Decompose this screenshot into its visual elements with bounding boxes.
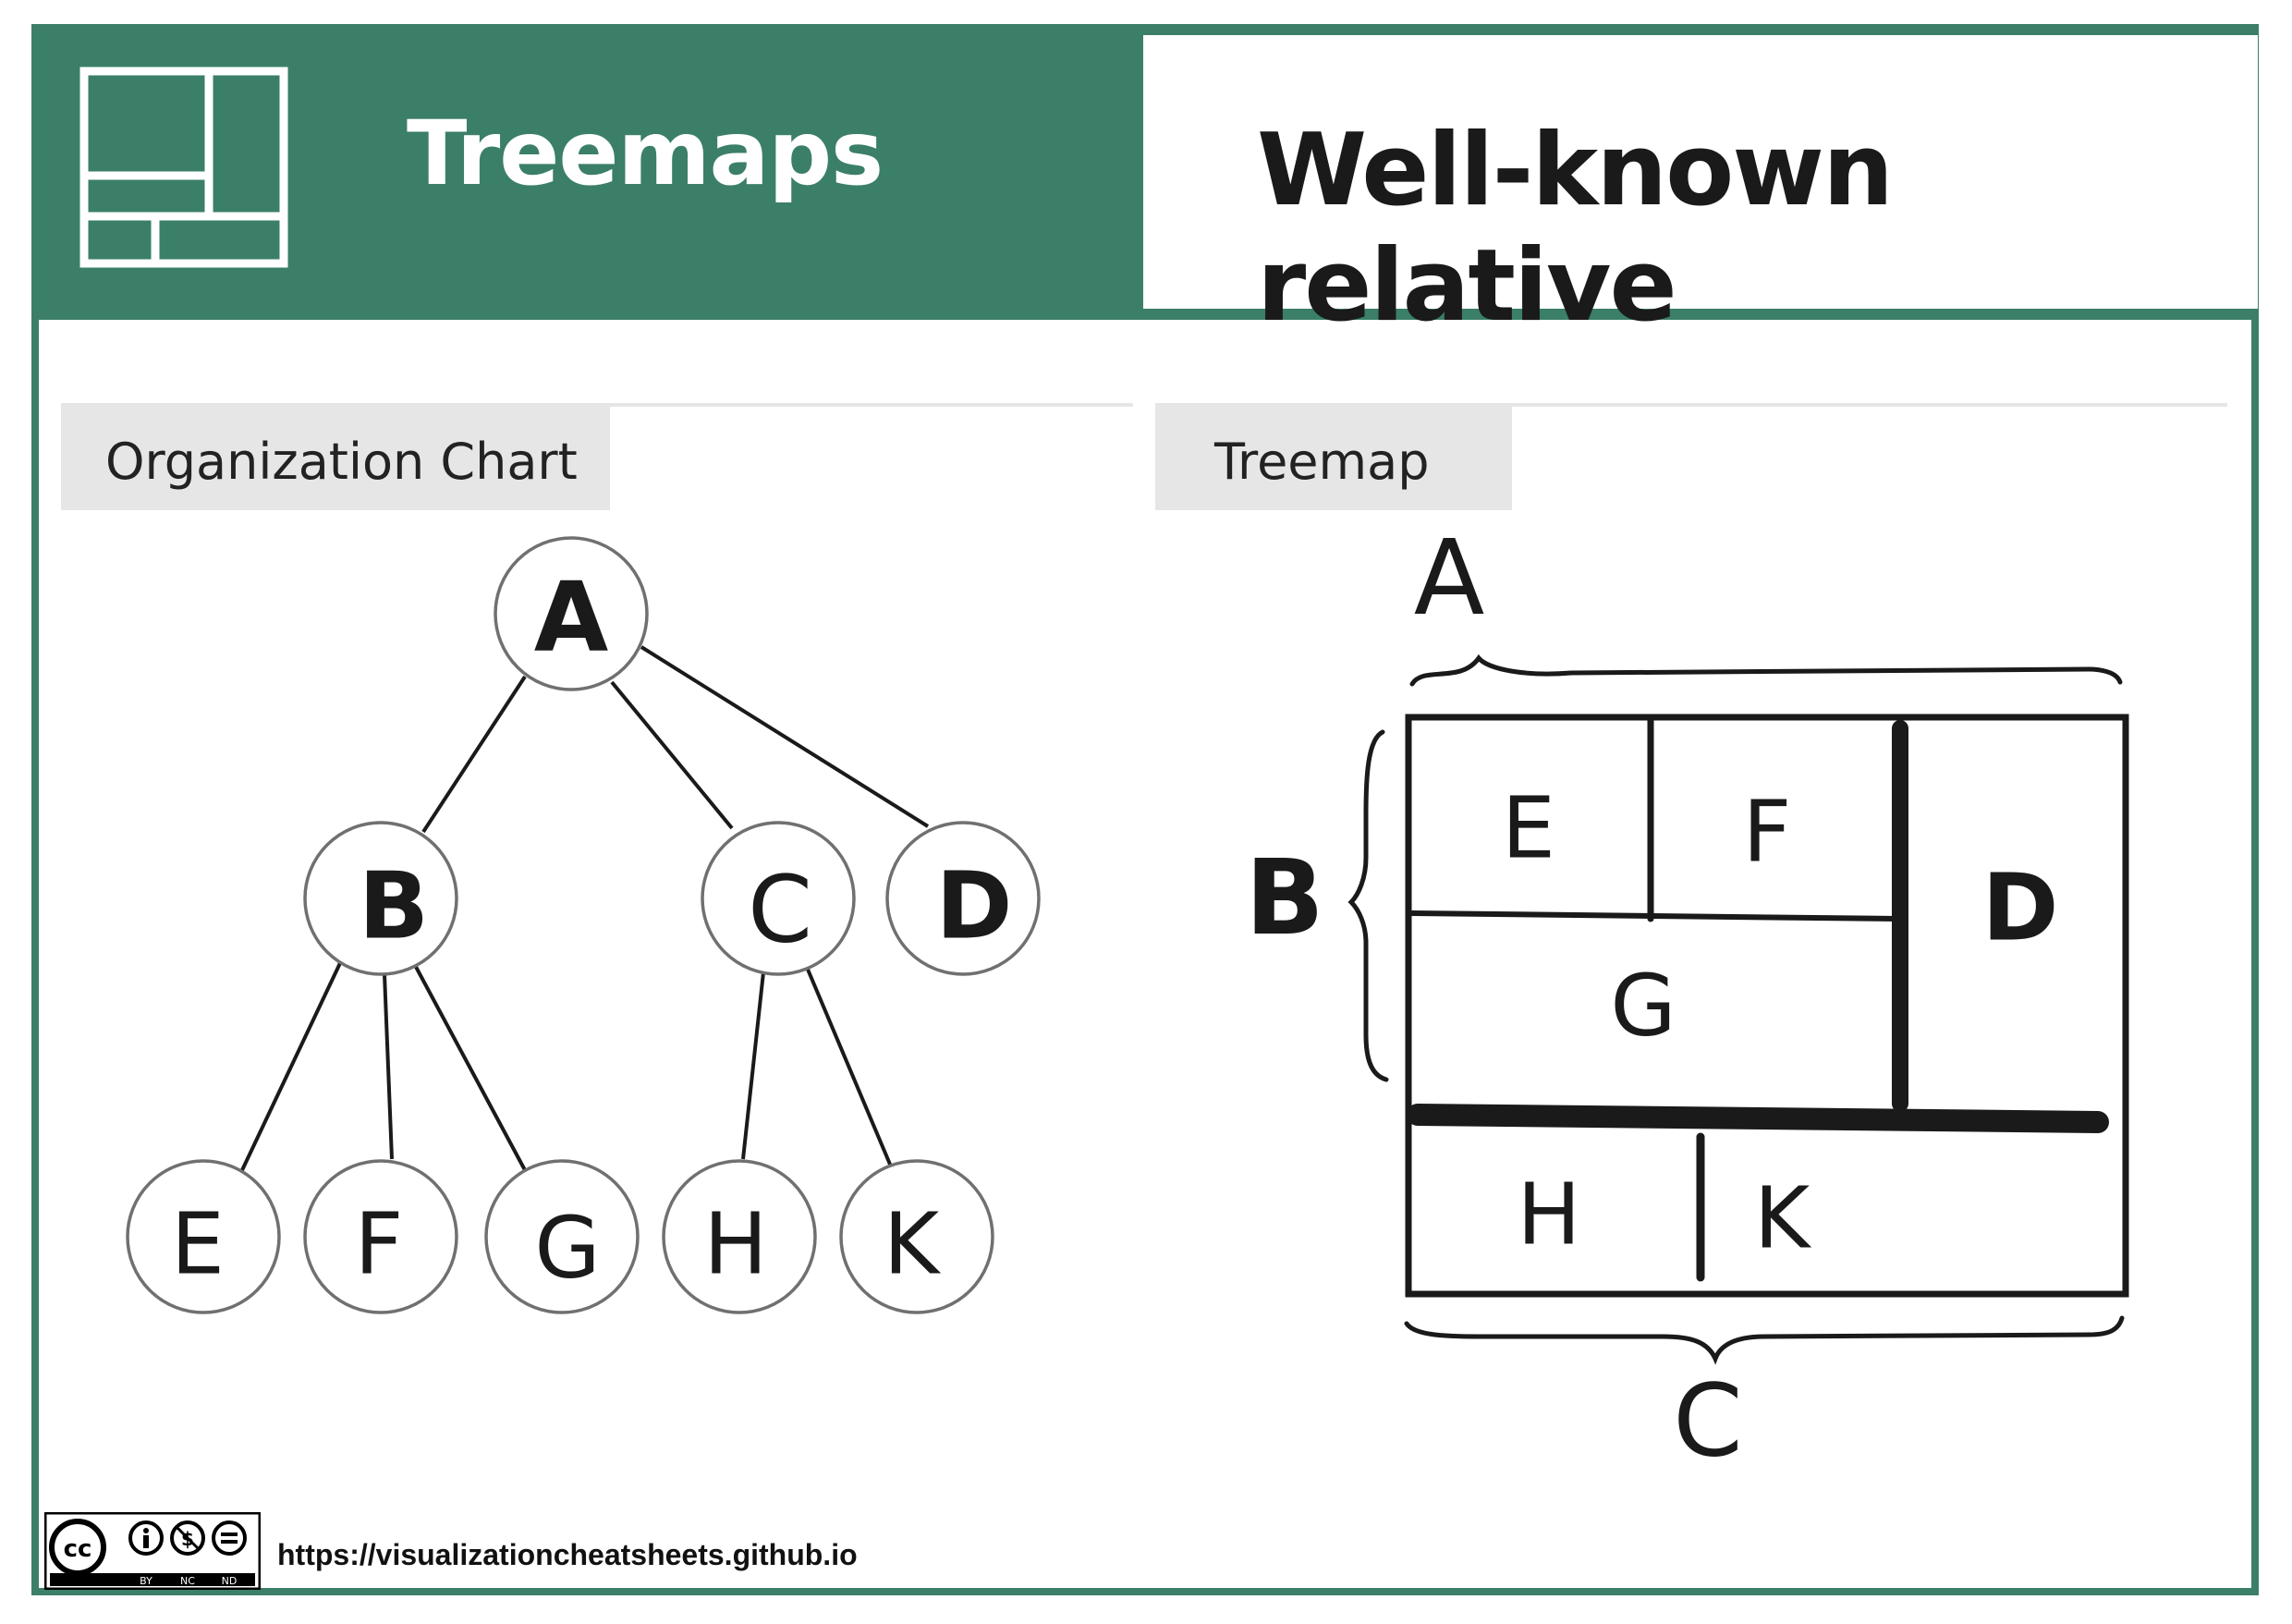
- svg-text:NC: NC: [180, 1575, 195, 1587]
- brace-b: [1347, 729, 1389, 1082]
- tab-label: Organization Chart: [105, 433, 578, 491]
- divider-ab-c: [1407, 1104, 2109, 1133]
- subtitle-panel: [1143, 35, 2258, 309]
- edge-a-d: [640, 645, 930, 828]
- node-a-circle: [494, 536, 649, 691]
- node-a-label: A: [534, 561, 609, 674]
- cell-f-label: F: [1743, 783, 1792, 882]
- tab-treemap: Treemap: [1155, 405, 1512, 510]
- nd-equals-icon: [212, 1520, 247, 1556]
- divider-ef-g: [1409, 910, 1899, 922]
- node-k-circle: [839, 1159, 994, 1314]
- tab-label: Treemap: [1214, 433, 1430, 491]
- edge-b-g: [414, 966, 527, 1171]
- treemap-outer-rect: [1405, 714, 2129, 1298]
- page-subtitle: Well-known relative: [1257, 113, 1894, 344]
- org-chart: [240, 645, 930, 1171]
- treemap-logo-icon: [79, 67, 288, 268]
- svg-text:$: $: [181, 1528, 194, 1550]
- edge-b-e: [240, 962, 342, 1171]
- brace-label-c: C: [1673, 1364, 1742, 1480]
- footer-url-link[interactable]: https://visualizationcheatsheets.github.…: [277, 1538, 858, 1571]
- svg-text:BY: BY: [140, 1575, 152, 1587]
- node-e-circle: [126, 1159, 281, 1314]
- page-title: Treemaps: [407, 102, 884, 205]
- node-f-label: F: [355, 1195, 404, 1294]
- node-h-circle: [662, 1159, 817, 1314]
- node-c-label: C: [748, 856, 812, 964]
- cell-d-label: D: [1981, 854, 2058, 962]
- node-k-label: K: [884, 1195, 942, 1294]
- node-g-circle: [484, 1159, 640, 1314]
- node-f-circle: [303, 1159, 458, 1314]
- tab-organization-chart: Organization Chart: [61, 405, 610, 510]
- edge-a-b: [421, 675, 527, 834]
- cell-k-label: K: [1754, 1169, 1812, 1268]
- brace-a: [1409, 653, 2123, 687]
- right-section-rule: [1155, 403, 2227, 407]
- node-b-label: B: [359, 852, 429, 960]
- brace-c: [1404, 1315, 2125, 1365]
- node-e-label: E: [171, 1195, 225, 1294]
- cc-icon: [49, 1519, 106, 1576]
- node-g-label: G: [534, 1199, 600, 1298]
- node-d-label: D: [935, 852, 1012, 960]
- cell-g-label: G: [1610, 957, 1676, 1056]
- node-d-circle: [885, 821, 1041, 976]
- edge-b-f: [383, 973, 394, 1160]
- svg-text:ND: ND: [222, 1575, 238, 1587]
- org-nodes: [126, 536, 1041, 1314]
- node-h-label: H: [703, 1195, 767, 1294]
- cc-license-badge-icon[interactable]: cc $ BY NC ND: [44, 1512, 261, 1590]
- cell-h-label: H: [1517, 1166, 1580, 1264]
- edge-c-k: [804, 964, 893, 1167]
- edge-c-h: [741, 971, 765, 1160]
- brace-label-a: A: [1414, 519, 1485, 639]
- cell-e-label: E: [1502, 779, 1555, 878]
- cc-text: cc: [64, 1535, 92, 1563]
- brace-label-b: B: [1245, 838, 1323, 959]
- node-c-circle: [701, 821, 856, 976]
- edge-a-c: [610, 680, 734, 830]
- treemap: [1347, 653, 2129, 1365]
- node-b-circle: [303, 821, 458, 976]
